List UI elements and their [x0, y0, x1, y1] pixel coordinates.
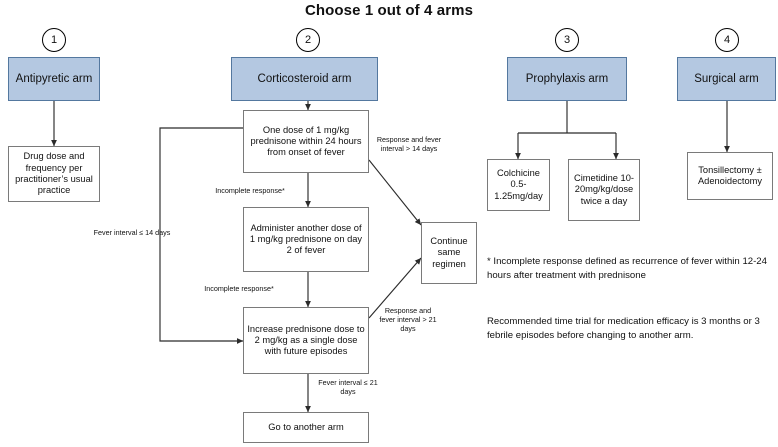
edge-label-fever-interval-21-days: Fever interval ≤ 21 days — [318, 378, 378, 397]
step-go-to-another-arm[interactable]: Go to another arm — [243, 412, 369, 443]
arm-header-surgical[interactable]: Surgical arm — [677, 57, 776, 101]
step-drug-dose-frequency[interactable]: Drug dose and frequency per practitioner… — [8, 146, 100, 202]
arm-badge-1: 1 — [42, 28, 66, 52]
arm-badge-3: 3 — [555, 28, 579, 52]
edge-label-fever-interval-14-days: Fever interval ≤ 14 days — [93, 228, 171, 237]
edge-step1-to-continue — [368, 159, 422, 226]
step-colchicine[interactable]: Colchicine 0.5-1.25mg/day — [487, 159, 550, 211]
arm-header-corticosteroid[interactable]: Corticosteroid arm — [231, 57, 378, 101]
step-cimetidine[interactable]: Cimetidine 10-20mg/kg/dose twice a day — [568, 159, 640, 221]
arm-badge-4: 4 — [715, 28, 739, 52]
step-continue-same-regimen[interactable]: Continue same regimen — [421, 222, 477, 284]
arm-badge-2: 2 — [296, 28, 320, 52]
edge-label-incomplete-response-2: Incomplete response* — [204, 284, 274, 293]
step-tonsillectomy-adenoidectomy[interactable]: Tonsillectomy ± Adenoidectomy — [687, 152, 773, 200]
edge-label-response-21-days: Response and fever interval > 21 days — [379, 306, 437, 334]
arm-header-antipyretic[interactable]: Antipyretic arm — [8, 57, 100, 101]
page-title: Choose 1 out of 4 arms — [304, 2, 474, 19]
step-prednisone-one-dose[interactable]: One dose of 1 mg/kg prednisone within 24… — [243, 110, 369, 173]
note-recommended-time-trial: Recommended time trial for medication ef… — [487, 316, 760, 341]
edge-label-incomplete-response-1: Incomplete response* — [215, 186, 285, 195]
edge-label-response-14-days: Response and fever interval > 14 days — [376, 135, 442, 154]
arm-header-prophylaxis[interactable]: Prophylaxis arm — [507, 57, 627, 101]
note-incomplete-response-definition: * Incomplete response defined as recurre… — [487, 256, 767, 281]
step-prednisone-day2[interactable]: Administer another dose of 1 mg/kg predn… — [243, 207, 369, 272]
step-prednisone-increase-dose[interactable]: Increase prednisone dose to 2 mg/kg as a… — [243, 307, 369, 374]
